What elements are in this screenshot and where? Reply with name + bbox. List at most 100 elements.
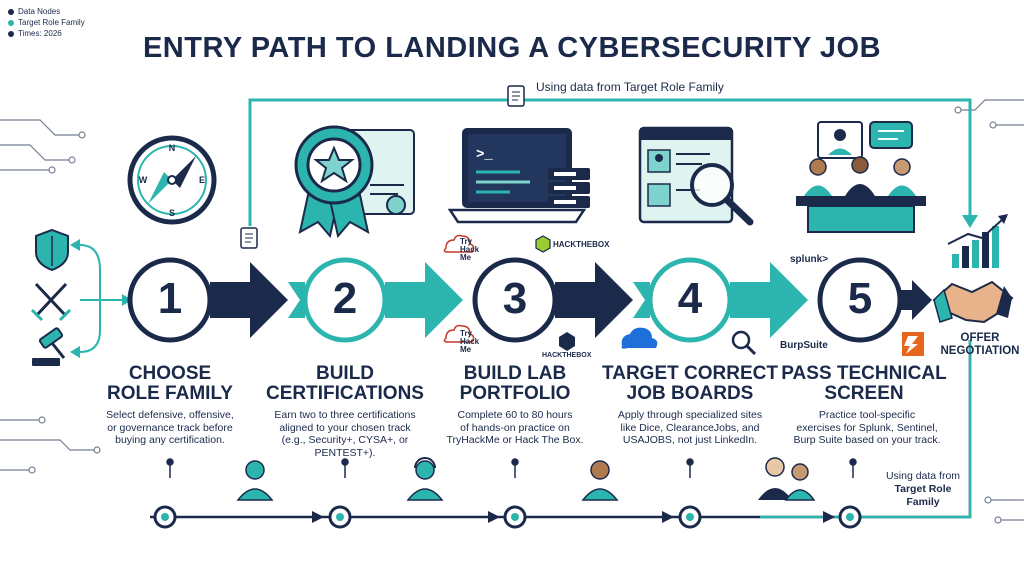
logo-text: Try	[460, 237, 473, 246]
gavel-icon	[32, 327, 66, 366]
legend-item: Times: 2026	[8, 28, 85, 39]
step-2-title: BUILD CERTIFICATIONS	[265, 364, 425, 404]
legend-dot	[8, 19, 14, 26]
desc-line: like Dice, ClearanceJobs, and	[620, 421, 760, 434]
splunk-logo: splunk>	[790, 254, 829, 265]
desc-line: TryHackMe or Hack The Box.	[446, 434, 584, 446]
feedback-loop-top	[248, 98, 972, 226]
title-line: CHOOSE	[128, 363, 212, 384]
compass-icon: N S W E	[127, 135, 217, 225]
legend-label: Target Role Family	[18, 18, 85, 27]
offer-line: NEGOTIATION	[940, 345, 1020, 357]
legend-item: Target Role Family	[8, 17, 85, 28]
note-line: Using data from	[885, 470, 961, 482]
note-line: Family	[906, 496, 940, 508]
certificate-badge-icon	[294, 125, 415, 239]
note-line: Target Role	[894, 483, 952, 495]
hackthebox-cube-icon	[535, 235, 575, 351]
step-3-description: Complete 60 to 80 hours of hands-on prac…	[435, 409, 595, 447]
desc-line: of hands-on practice on	[460, 421, 570, 434]
arrow-5-offer	[900, 280, 932, 320]
step-5-title: PASS TECHNICAL SCREEN	[778, 364, 950, 404]
document-icon	[507, 85, 525, 107]
legend-dot	[8, 8, 14, 15]
desc-line: Earn two to three certifications	[274, 409, 416, 421]
arrow-4-5	[730, 262, 808, 338]
burpsuite-logo-icon	[902, 332, 924, 356]
legend-dot	[8, 30, 14, 37]
svg-text:E: E	[199, 175, 205, 185]
step-1-number: 1	[157, 274, 183, 323]
step-3-number: 3	[502, 274, 528, 323]
circuit-decoration-left	[0, 119, 101, 474]
step-4-title: TARGET CORRECT JOB BOARDS	[600, 364, 780, 404]
title-line: JOB BOARDS	[626, 383, 754, 404]
title-line: BUILD LAB	[463, 363, 567, 384]
title-line: SCREEN	[824, 383, 904, 404]
logo-text: Me	[460, 253, 472, 262]
tryhackme-logo: Try Hack Me	[460, 238, 479, 262]
step-5-description: Practice tool-specific exercises for Spl…	[782, 409, 952, 447]
step-1-description: Select defensive, offensive, or governan…	[88, 409, 252, 447]
desc-line: (e.g., Security+, CYSA+, or PENTEST+).	[281, 434, 409, 459]
handshake-icon	[932, 280, 1014, 324]
drop-lines	[166, 458, 857, 478]
person-headset-icon	[406, 457, 444, 501]
desc-line: Practice tool-specific	[818, 409, 916, 421]
legend-label: Times: 2026	[18, 29, 62, 38]
server-stack-icon	[548, 168, 590, 208]
desc-line: Complete 60 to 80 hours	[457, 409, 573, 421]
title-line: ROLE FAMILY	[107, 383, 233, 404]
desc-line: USAJOBS, not just LinkedIn.	[622, 434, 758, 446]
desc-line: or governance track before	[107, 421, 233, 434]
legend: Data Nodes Target Role Family Times: 202…	[8, 6, 85, 39]
interview-panel-icon	[796, 121, 926, 233]
arrow-tail-4	[633, 282, 650, 318]
desc-line: exercises for Splunk, Sentinel,	[796, 421, 938, 434]
svg-text:W: W	[139, 175, 148, 185]
arrow-2-3	[385, 262, 463, 338]
title-line: PORTFOLIO	[459, 383, 571, 404]
title-line: CERTIFICATIONS	[266, 383, 424, 404]
desc-line: Select defensive, offensive,	[106, 409, 234, 421]
note-using-data-top: Using data from Target Role Family	[536, 80, 724, 94]
desc-line: Burp Suite based on your track.	[793, 434, 941, 446]
svg-text:>_: >_	[476, 147, 493, 163]
step-1-title: CHOOSE ROLE FAMILY	[95, 364, 245, 404]
step-3-title: BUILD LAB PORTFOLIO	[440, 364, 590, 404]
note-using-data-bottom: Using data from Target Role Family	[868, 470, 978, 509]
cloud-icon	[621, 327, 658, 349]
timeline-nodes	[153, 505, 862, 529]
logo-text: Try	[460, 329, 473, 338]
title-line: TARGET CORRECT	[602, 363, 778, 384]
legend-label: Data Nodes	[18, 7, 61, 16]
step-5-number: 5	[847, 274, 873, 323]
svg-text:N: N	[169, 143, 176, 153]
offer-line: OFFER	[960, 332, 1000, 344]
document-icon	[240, 227, 258, 249]
growth-chart-icon	[947, 214, 1008, 268]
logo-text: Hack	[460, 245, 480, 254]
person-icon	[236, 460, 274, 501]
offer-negotiation-label: OFFER NEGOTIATION	[930, 332, 1024, 358]
logo-text: Hack	[460, 337, 480, 346]
crossed-swords-icon	[30, 282, 72, 322]
people-group-icon	[758, 457, 816, 501]
shield-icon	[35, 228, 69, 272]
loop-arrowhead	[962, 215, 978, 228]
svg-text:S: S	[169, 208, 175, 218]
page-title: ENTRY PATH TO LANDING A CYBERSECURITY JO…	[142, 32, 882, 64]
tryhackme-cloud-icon	[443, 234, 475, 343]
tryhackme-logo: Try Hack Me	[460, 330, 479, 354]
logo-text: Me	[460, 345, 472, 354]
step-2-description: Earn two to three certifications aligned…	[256, 409, 434, 459]
hackthebox-logo: HACKTHEBOX	[542, 352, 592, 359]
hackthebox-logo: HACKTHEBOX	[553, 240, 610, 249]
job-board-search-icon	[638, 126, 754, 226]
timeline-arrowheads	[312, 511, 835, 523]
legend-item: Data Nodes	[8, 6, 85, 17]
person-icon	[581, 460, 619, 501]
magnifier-small-icon	[731, 330, 757, 356]
left-track-connectors	[79, 244, 128, 353]
